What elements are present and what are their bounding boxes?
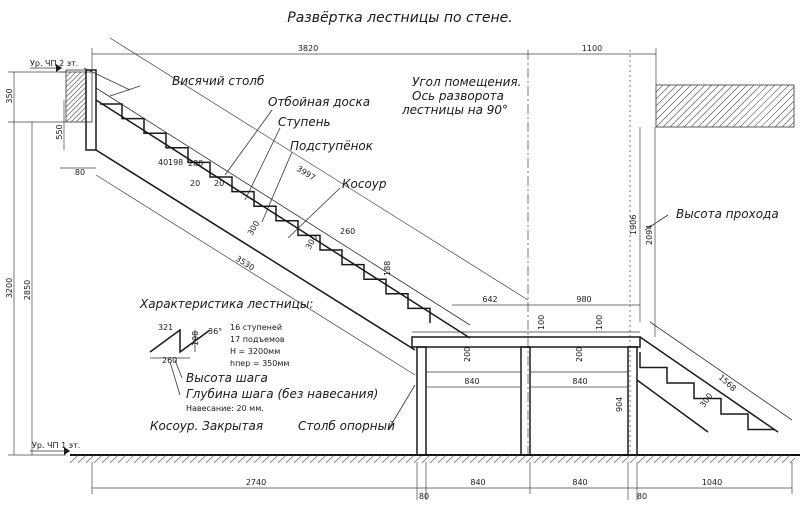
label-corner-3: лестницы на 90°: [401, 103, 508, 117]
dim-20-a: 20: [190, 179, 200, 188]
dim-3997: 3997: [295, 164, 317, 182]
right-wall-block: [655, 84, 795, 128]
dim-980: 980: [576, 295, 591, 304]
label-stringer: Косоур: [342, 177, 387, 191]
label-step-depth: Глубина шага (без навесания): [186, 387, 378, 401]
label-riser: Подступёнок: [290, 139, 374, 153]
label-support-post: Столб опорный: [298, 419, 395, 433]
dim-80-b: 80: [419, 492, 429, 501]
dim-3820: 3820: [298, 44, 318, 53]
char-line-4: hпер = 350мм: [230, 359, 289, 368]
dim-642: 642: [482, 295, 497, 304]
support-posts: [416, 346, 638, 456]
left-dimensions: [8, 71, 96, 456]
landing-dimensions: [426, 304, 640, 388]
dim-198: 198: [168, 158, 183, 167]
dim-80-c: 80: [637, 492, 647, 501]
floor-line: [69, 454, 800, 464]
dim-1568: 1568: [717, 373, 738, 393]
dim-200-a: 200: [463, 347, 472, 362]
dim-280: 280: [188, 159, 203, 168]
dim-188: 188: [383, 261, 392, 276]
dim-300-c: 300: [698, 391, 714, 409]
bottom-dimensions: [91, 462, 793, 500]
dim-3200: 3200: [5, 278, 14, 298]
dim-2094: 2094: [645, 225, 654, 245]
dim-3530: 3530: [234, 254, 256, 272]
dim-1040: 1040: [702, 478, 722, 487]
char-line-3: H = 3200мм: [230, 347, 280, 356]
step-diagram: [149, 328, 211, 396]
label-kick-board: Отбойная доска: [268, 95, 370, 109]
right-dimensions: [639, 127, 656, 337]
char-line-2: 17 подъемов: [230, 335, 285, 344]
level-2-label: Ур. ЧП 2 эт.: [30, 59, 78, 68]
char-260: 260: [162, 356, 177, 365]
dim-20-b: 20: [214, 179, 224, 188]
label-headroom: Высота прохода: [676, 207, 779, 221]
label-overhang: Навесание: 20 мм.: [186, 404, 264, 413]
level-marker-1: [30, 447, 70, 455]
label-step-height: Высота шага: [186, 371, 268, 385]
dim-550: 550: [55, 124, 64, 139]
callout-leaders: [109, 85, 669, 431]
dim-300-a: 300: [246, 219, 261, 237]
char-line-1: 16 ступеней: [230, 323, 282, 332]
dim-1906: 1906: [629, 215, 638, 235]
upper-floor-slab: [60, 69, 93, 123]
level-marker-2: [30, 64, 62, 72]
label-stringer-type: Косоур. Закрытая: [150, 419, 263, 433]
dim-100-b: 100: [595, 315, 604, 330]
dim-904: 904: [615, 397, 624, 412]
label-corner-2: Ось разворота: [412, 89, 504, 103]
level-1-label: Ур. ЧП 1 эт.: [32, 441, 80, 450]
hanging-post: [85, 69, 97, 151]
label-corner-1: Угол помещения.: [412, 75, 521, 89]
char-36: 36°: [208, 327, 222, 336]
lower-stringer: [636, 321, 793, 433]
dim-200-b: 200: [575, 347, 584, 362]
dim-80-left: 80: [75, 168, 85, 177]
dim-2850: 2850: [23, 280, 32, 300]
dim-1100: 1100: [582, 44, 602, 53]
upper-flight-steps: [100, 103, 431, 323]
label-hanging-post: Висячий столб: [172, 74, 265, 88]
dim-260: 260: [340, 227, 355, 236]
lower-flight-steps: [639, 352, 775, 431]
dim-2740: 2740: [246, 478, 266, 487]
slope-dimensions: [95, 37, 529, 376]
drawing-title: Развёртка лестницы по стене.: [287, 10, 512, 26]
landing-platform: [411, 331, 641, 348]
dim-40: 40: [158, 158, 168, 167]
dim-840-d: 840: [572, 478, 587, 487]
char-321: 321: [158, 323, 173, 332]
dim-100-a: 100: [537, 315, 546, 330]
label-tread: Ступень: [278, 115, 331, 129]
dim-840-c: 840: [470, 478, 485, 487]
dim-350: 350: [5, 88, 14, 103]
dim-840-a: 840: [464, 377, 479, 386]
top-dimensions: [91, 48, 657, 85]
char-title: Характеристика лестницы:: [139, 297, 313, 311]
dim-840-b: 840: [572, 377, 587, 386]
char-198: 198: [191, 331, 200, 346]
